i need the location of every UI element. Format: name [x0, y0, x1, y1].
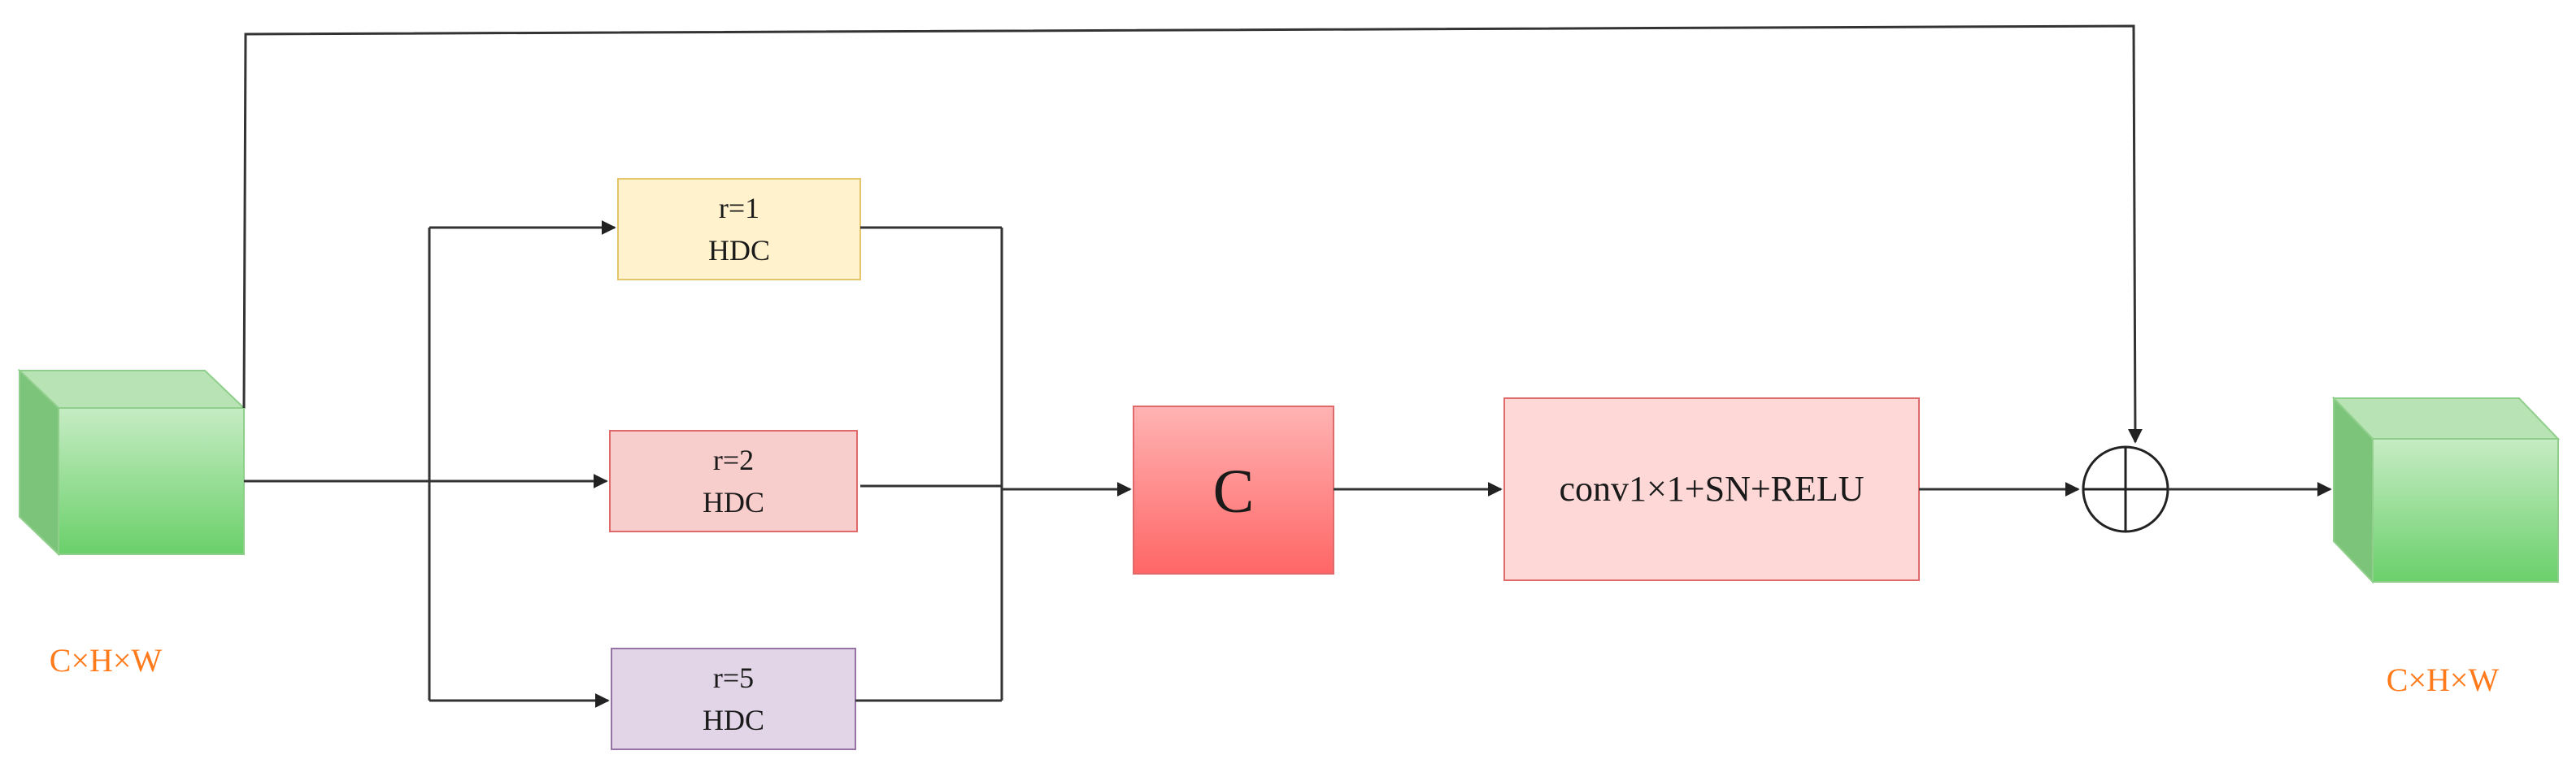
input-feature-cube	[17, 368, 246, 557]
concat-block: C	[1133, 406, 1334, 575]
hdc-branch-r5-name: HDC	[703, 704, 764, 736]
hdc-branch-r1: r=1 HDC	[617, 178, 861, 280]
hdc-branch-r1-rate: r=1	[719, 192, 759, 224]
skip-connection-line	[242, 24, 2143, 444]
output-feature-cube	[2331, 396, 2561, 584]
output-dimension-label: C×H×W	[2387, 662, 2500, 698]
conv-sn-relu-block: conv1×1+SN+RELU	[1503, 397, 1920, 581]
hdc-branch-r2: r=2 HDC	[609, 430, 858, 532]
hdc-branch-r5-rate: r=5	[713, 662, 754, 694]
hdc-branch-r2-rate: r=2	[713, 444, 754, 476]
input-dimension-label: C×H×W	[50, 642, 163, 679]
hdc-branch-r1-name: HDC	[708, 234, 770, 267]
conv-block-label: conv1×1+SN+RELU	[1559, 469, 1864, 509]
elementwise-add-icon	[2082, 445, 2169, 533]
hdc-branch-r5: r=5 HDC	[611, 648, 856, 750]
concat-label: C	[1213, 458, 1255, 526]
hdc-branch-r2-name: HDC	[703, 486, 764, 519]
